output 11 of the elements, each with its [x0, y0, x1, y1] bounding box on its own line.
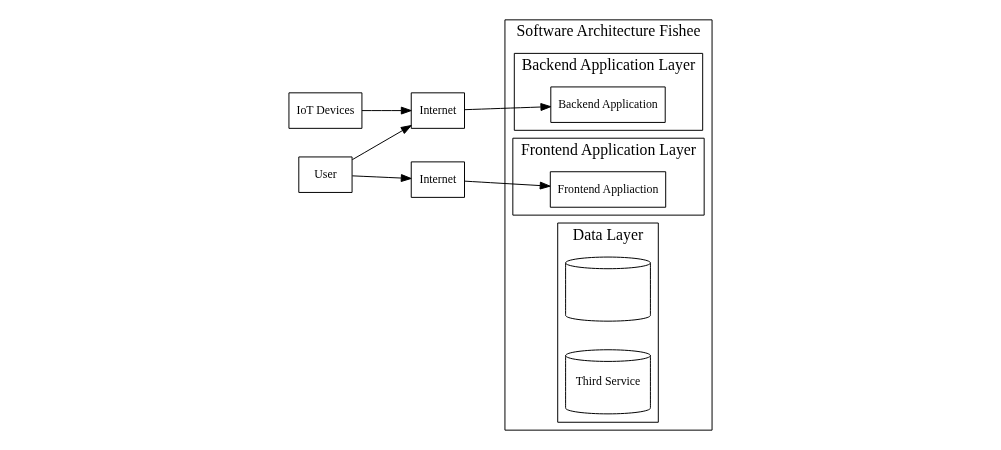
arrow — [361, 106, 412, 115]
arrow — [464, 103, 552, 111]
node-box: Internet — [410, 92, 465, 129]
node-box: Backend Application — [550, 86, 666, 123]
node-box: User — [298, 156, 353, 193]
node-box: Internet — [410, 161, 465, 198]
arrow — [351, 125, 412, 161]
node-box: IoT Devices — [288, 92, 363, 129]
arrow — [351, 174, 412, 182]
node-box: Frontend Appliaction — [549, 171, 667, 208]
arrow — [464, 180, 551, 190]
